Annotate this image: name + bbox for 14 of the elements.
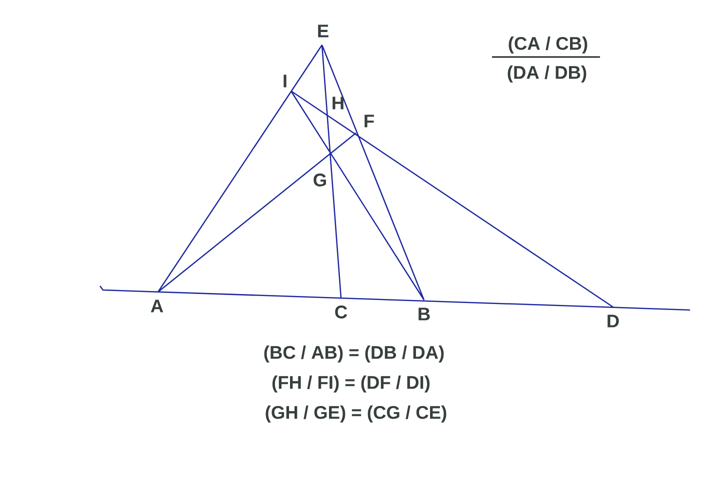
equation-text: (FH / FI) = (DF / DI) <box>272 375 430 393</box>
point-label: F <box>364 114 374 128</box>
point-label: C <box>335 306 348 318</box>
point-label: D <box>608 314 619 328</box>
point-label: A <box>150 300 164 312</box>
point-label: E <box>318 24 328 38</box>
equation-text: (GH / GE) = (CG / CE) <box>266 405 446 423</box>
point-label: B <box>418 308 430 320</box>
point-label: H <box>332 96 344 110</box>
ratio-text: (CA / CB) <box>508 36 588 54</box>
ratio-text: (DA / DB) <box>508 65 586 83</box>
point-label: I <box>284 74 286 88</box>
equation-text: (BC / AB) = (DB / DA) <box>264 345 444 363</box>
point-label: G <box>314 174 326 186</box>
